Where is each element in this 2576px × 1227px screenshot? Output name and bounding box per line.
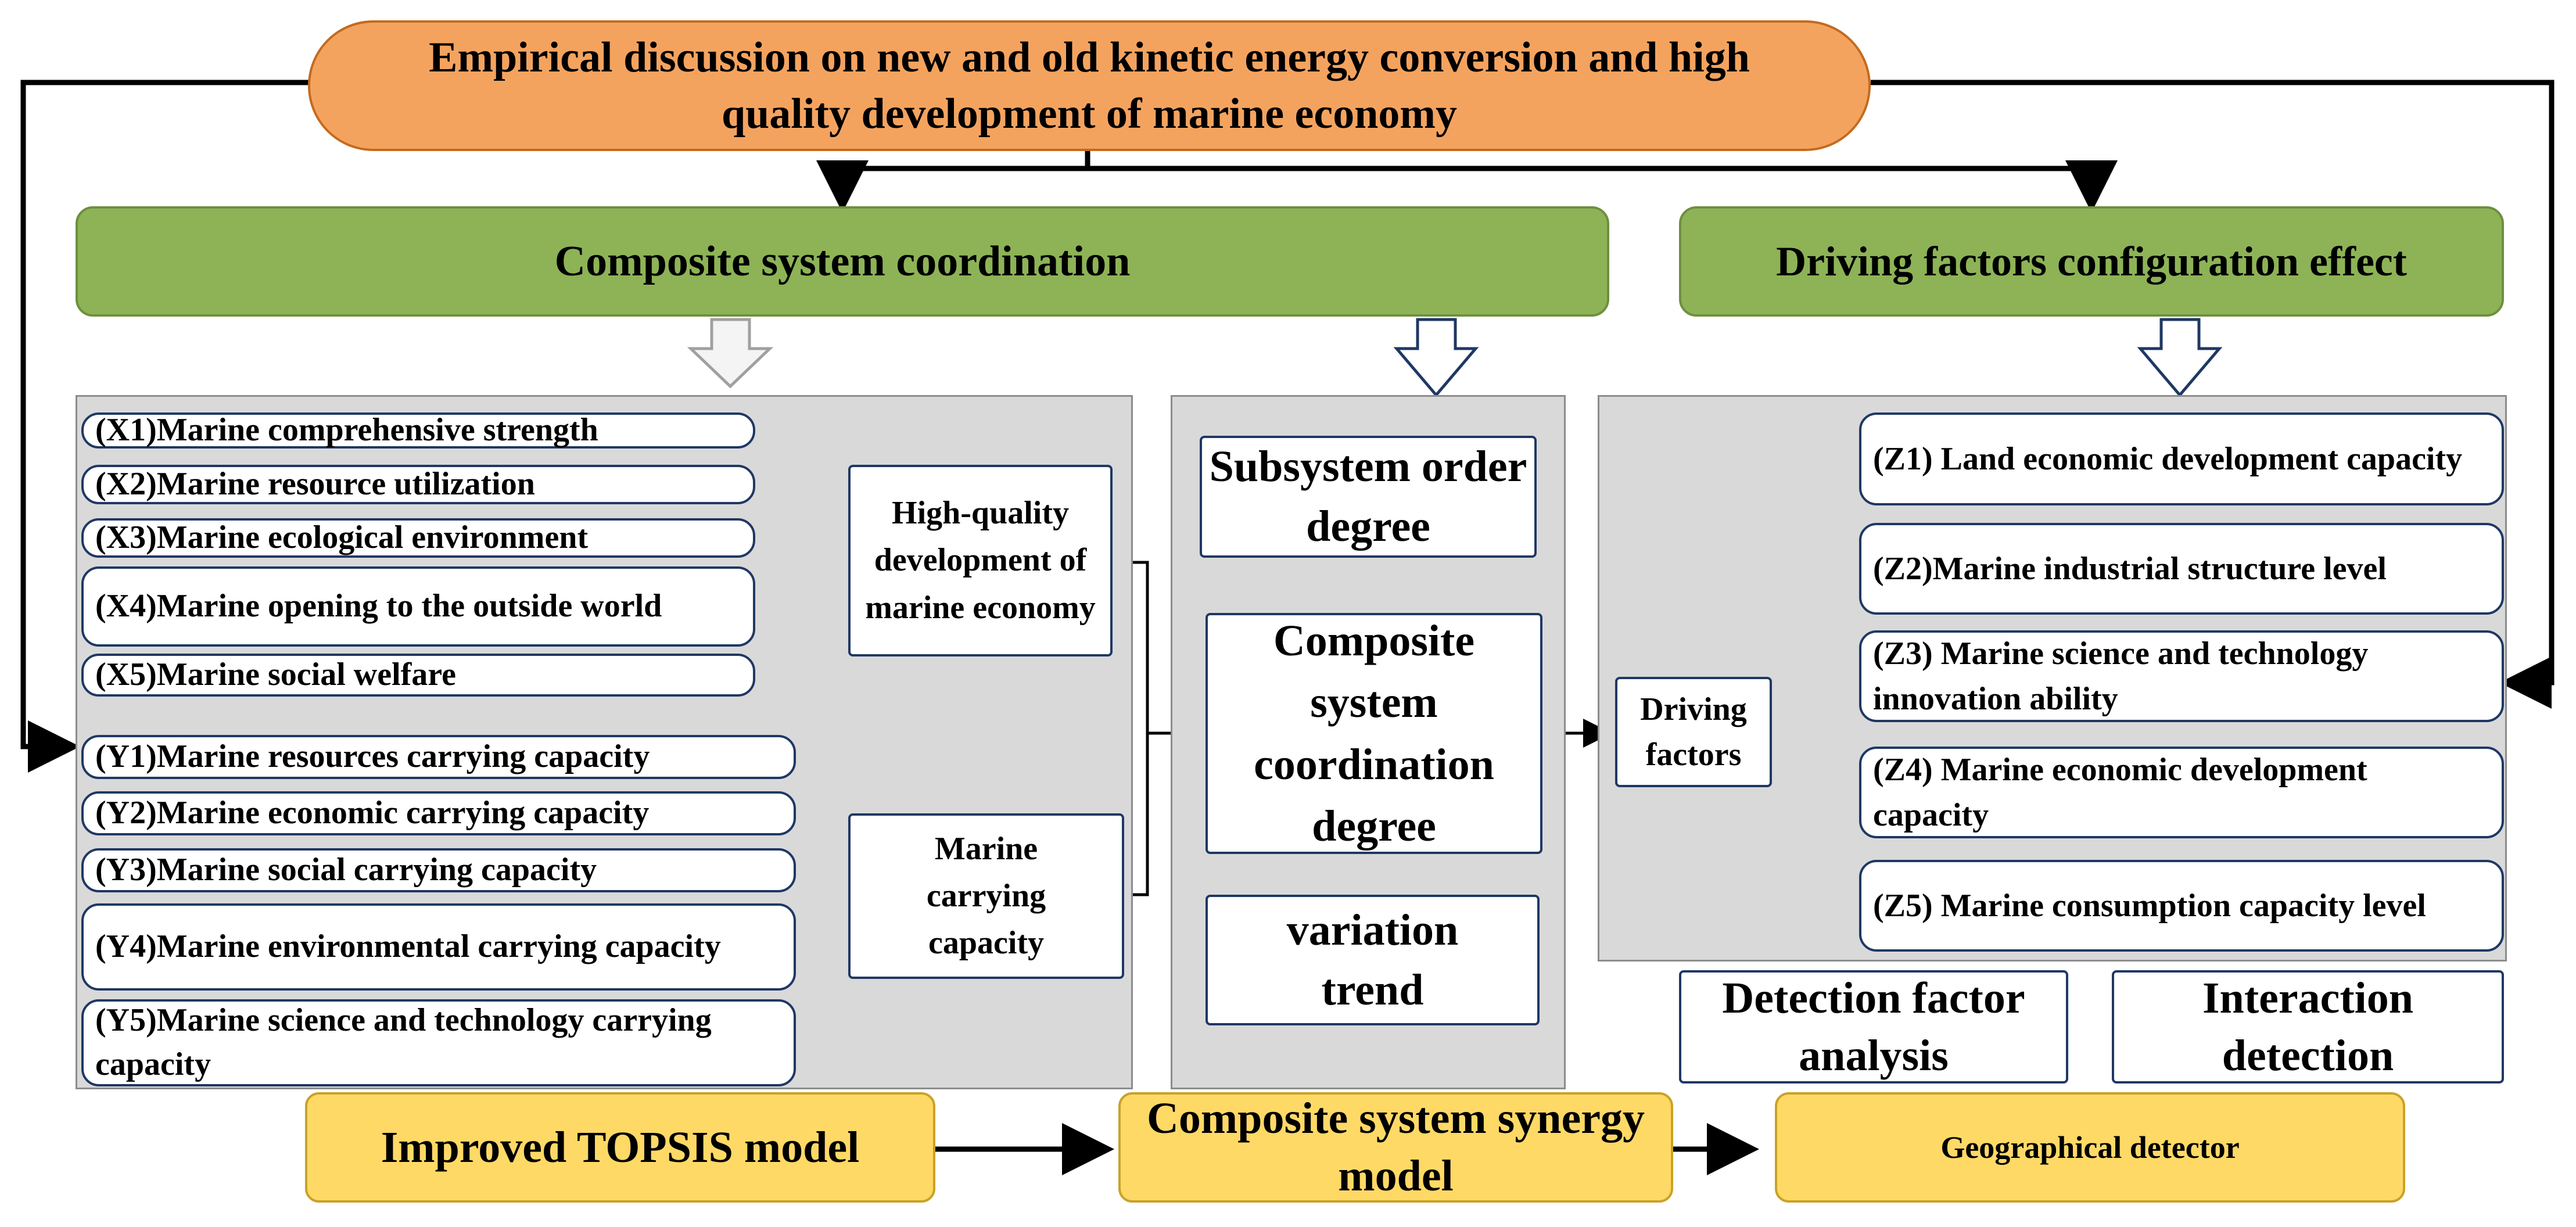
x-item-4: (X4)Marine opening to the outside world [81, 566, 755, 647]
y-item-2: (Y2)Marine economic carrying capacity [81, 791, 796, 835]
header-composite-system: Composite system coordination [76, 206, 1609, 317]
z-item-1: (Z1) Land economic development capacity [1859, 412, 2504, 505]
x-item-3: (X3)Marine ecological environment [81, 518, 755, 558]
x-item-1: (X1)Marine comprehensive strength [81, 412, 755, 449]
title-text: Empirical discussion on new and old kine… [429, 34, 1750, 138]
y-item-5: (Y5)Marine science and technology carryi… [81, 999, 796, 1086]
y-item-1: (Y1)Marine resources carrying capacity [81, 735, 796, 779]
geographical-detector-box: Geographical detector [1775, 1092, 2405, 1203]
z-item-5: (Z5) Marine consumption capacity level [1859, 860, 2504, 952]
header-driving-factors: Driving factors configuration effect [1679, 206, 2504, 317]
header-composite-label: Composite system coordination [554, 237, 1131, 285]
title-box: Empirical discussion on new and old kine… [308, 20, 1871, 151]
header-driving-label: Driving factors configuration effect [1776, 238, 2407, 285]
detection-factor-box: Detection factor analysis [1679, 970, 2068, 1084]
z-item-3: (Z3) Marine science and technology innov… [1859, 630, 2504, 722]
driving-factors-box: Driving factors [1615, 677, 1772, 787]
x-item-2: (X2)Marine resource utilization [81, 465, 755, 504]
topsis-model-box: Improved TOPSIS model [305, 1092, 935, 1203]
hollow-arrows [687, 318, 2223, 397]
y-item-3: (Y3)Marine social carrying capacity [81, 848, 796, 892]
z-item-4: (Z4) Marine economic development capacit… [1859, 747, 2504, 838]
interaction-detection-box: Interaction detection [2112, 970, 2504, 1084]
coordination-degree-box: Composite system coordination degree [1206, 613, 1542, 854]
subsystem-order-box: Subsystem order degree [1200, 436, 1537, 558]
x-item-5: (X5)Marine social welfare [81, 654, 755, 697]
z-item-2: (Z2)Marine industrial structure level [1859, 523, 2504, 615]
carrying-capacity-box: Marine carrying capacity [848, 813, 1124, 979]
y-item-4: (Y4)Marine environmental carrying capaci… [81, 903, 796, 991]
synergy-model-box: Composite system synergy model [1118, 1092, 1673, 1203]
hq-development-box: High-quality development of marine econo… [848, 465, 1113, 656]
variation-trend-box: variation trend [1206, 895, 1540, 1025]
